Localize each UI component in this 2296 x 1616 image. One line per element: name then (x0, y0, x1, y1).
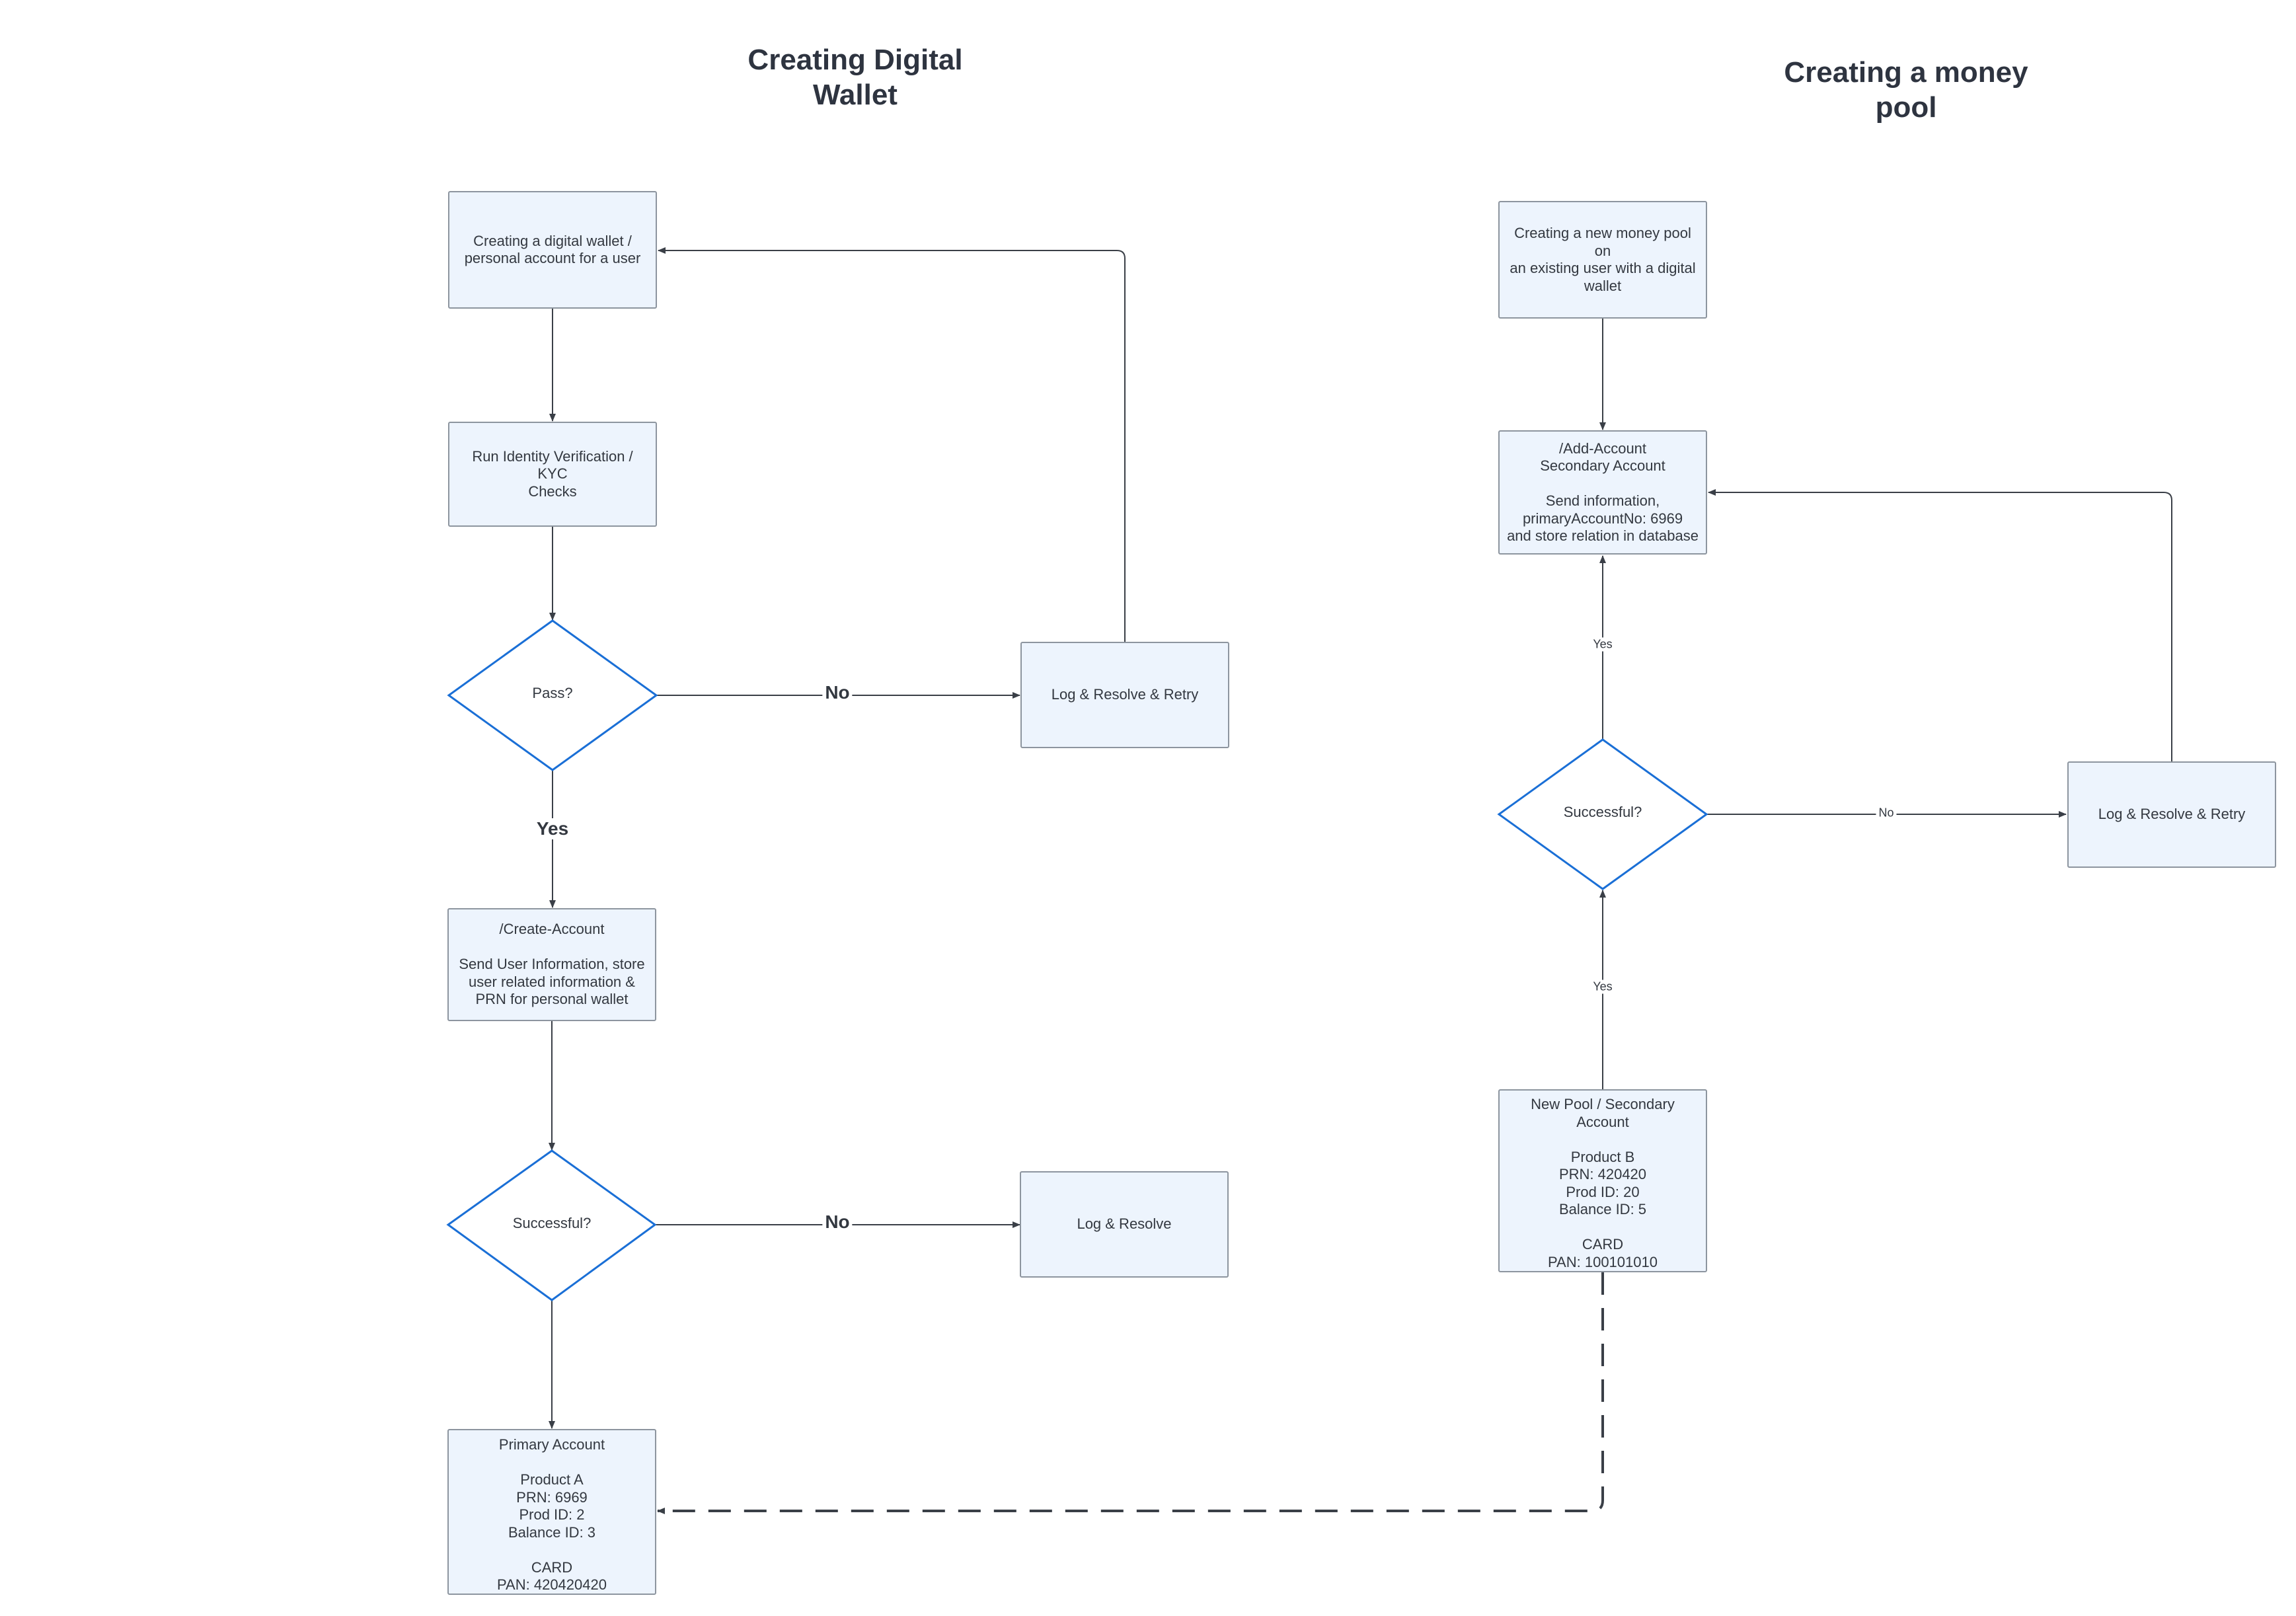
text-line (1531, 1131, 1675, 1149)
connector-retry-to-add (1708, 489, 2172, 761)
edge-label-secondary-yes: Yes (1590, 980, 1615, 994)
text-line (459, 939, 644, 956)
text-line: Balance ID: 3 (508, 1523, 596, 1541)
text-line: wallet (1584, 277, 1622, 294)
text-line: personal account for a user (464, 250, 641, 266)
text-line: Run Identity Verification / KYC (472, 447, 633, 482)
text-line: Creating a new money pool on (1514, 225, 1691, 259)
text-line: PRN for personal wallet (475, 991, 629, 1008)
text-line: primaryAccountNo: 6969 (1522, 510, 1683, 527)
decision-pass-shape (447, 619, 658, 771)
text-line: Log & Resolve & Retry (1051, 686, 1199, 703)
decision-successful-left-shape (446, 1149, 657, 1301)
text-line (1507, 475, 1699, 493)
decision-successful-right-label[interactable]: Successful? (1563, 804, 1642, 820)
node-create-digital-wallet-text: Creating a digital wallet /personal acco… (465, 233, 641, 268)
text-line: Prod ID: 2 (519, 1506, 585, 1523)
decision-successful-right-shape (1497, 738, 1708, 890)
text-line: CARD (1582, 1236, 1624, 1252)
node-log-resolve-text: Log & Resolve (1077, 1215, 1171, 1233)
text-line: Send User Information, store (459, 956, 645, 973)
text-line: Secondary Account (1540, 457, 1665, 474)
decision-pass-label[interactable]: Pass? (532, 685, 573, 701)
edge-label-successful-right-no: No (1876, 806, 1897, 820)
text-line: and store relation in database (1507, 527, 1699, 544)
decision-successful-left-label[interactable]: Successful? (512, 1215, 592, 1231)
text-line (497, 1454, 607, 1472)
text-line: Prod ID: 20 (1566, 1183, 1640, 1200)
text-line: Primary Account (498, 1436, 605, 1453)
text-line: PAN: 100101010 (1548, 1253, 1658, 1270)
text-line: Product B (1570, 1148, 1635, 1165)
text-line: PAN: 420420420 (497, 1576, 607, 1593)
edge-label-pass-no: No (822, 682, 853, 703)
text-line: Balance ID: 5 (1558, 1201, 1647, 1217)
edge-label-pass-yes: Yes (533, 818, 572, 839)
text-line (497, 1541, 607, 1559)
text-line: /Create-Account (499, 921, 605, 938)
text-line: Account (1576, 1113, 1629, 1130)
node-log-resolve-retry-left-text: Log & Resolve & Retry (1052, 686, 1199, 704)
text-line: Send information, (1545, 492, 1660, 509)
text-line: PRN: 6969 (516, 1488, 588, 1506)
node-log-resolve[interactable]: Log & Resolve (1020, 1171, 1229, 1278)
connector-retry-to-wallet (658, 247, 1126, 642)
text-line: Product A (520, 1471, 584, 1488)
text-line (1531, 1219, 1675, 1237)
node-log-resolve-retry-left[interactable]: Log & Resolve & Retry (1020, 642, 1229, 748)
text-line: an existing user with a digital (1510, 260, 1696, 276)
text-line: New Pool / Secondary (1531, 1096, 1675, 1112)
text-line: CARD (531, 1558, 573, 1576)
edge-label-successful-right-yes: Yes (1590, 637, 1615, 652)
text-line: Checks (528, 482, 577, 500)
text-line: Creating a digital wallet / (473, 232, 632, 249)
node-create-digital-wallet[interactable]: Creating a digital wallet /personal acco… (448, 191, 657, 309)
edge-label-successful-left-no: No (822, 1212, 853, 1233)
text-line: user related information & (469, 973, 635, 990)
text-line: /Add-Account (1558, 440, 1647, 457)
text-line: PRN: 420420 (1558, 1166, 1647, 1182)
node-log-resolve-retry-right[interactable]: Log & Resolve & Retry (2067, 761, 2276, 868)
connector-secondary-to-primary (657, 1272, 1604, 1514)
text-line: Log & Resolve & Retry (2098, 806, 2246, 823)
text-line: Log & Resolve (1077, 1215, 1172, 1233)
node-log-resolve-retry-right-text: Log & Resolve & Retry (2098, 806, 2246, 824)
